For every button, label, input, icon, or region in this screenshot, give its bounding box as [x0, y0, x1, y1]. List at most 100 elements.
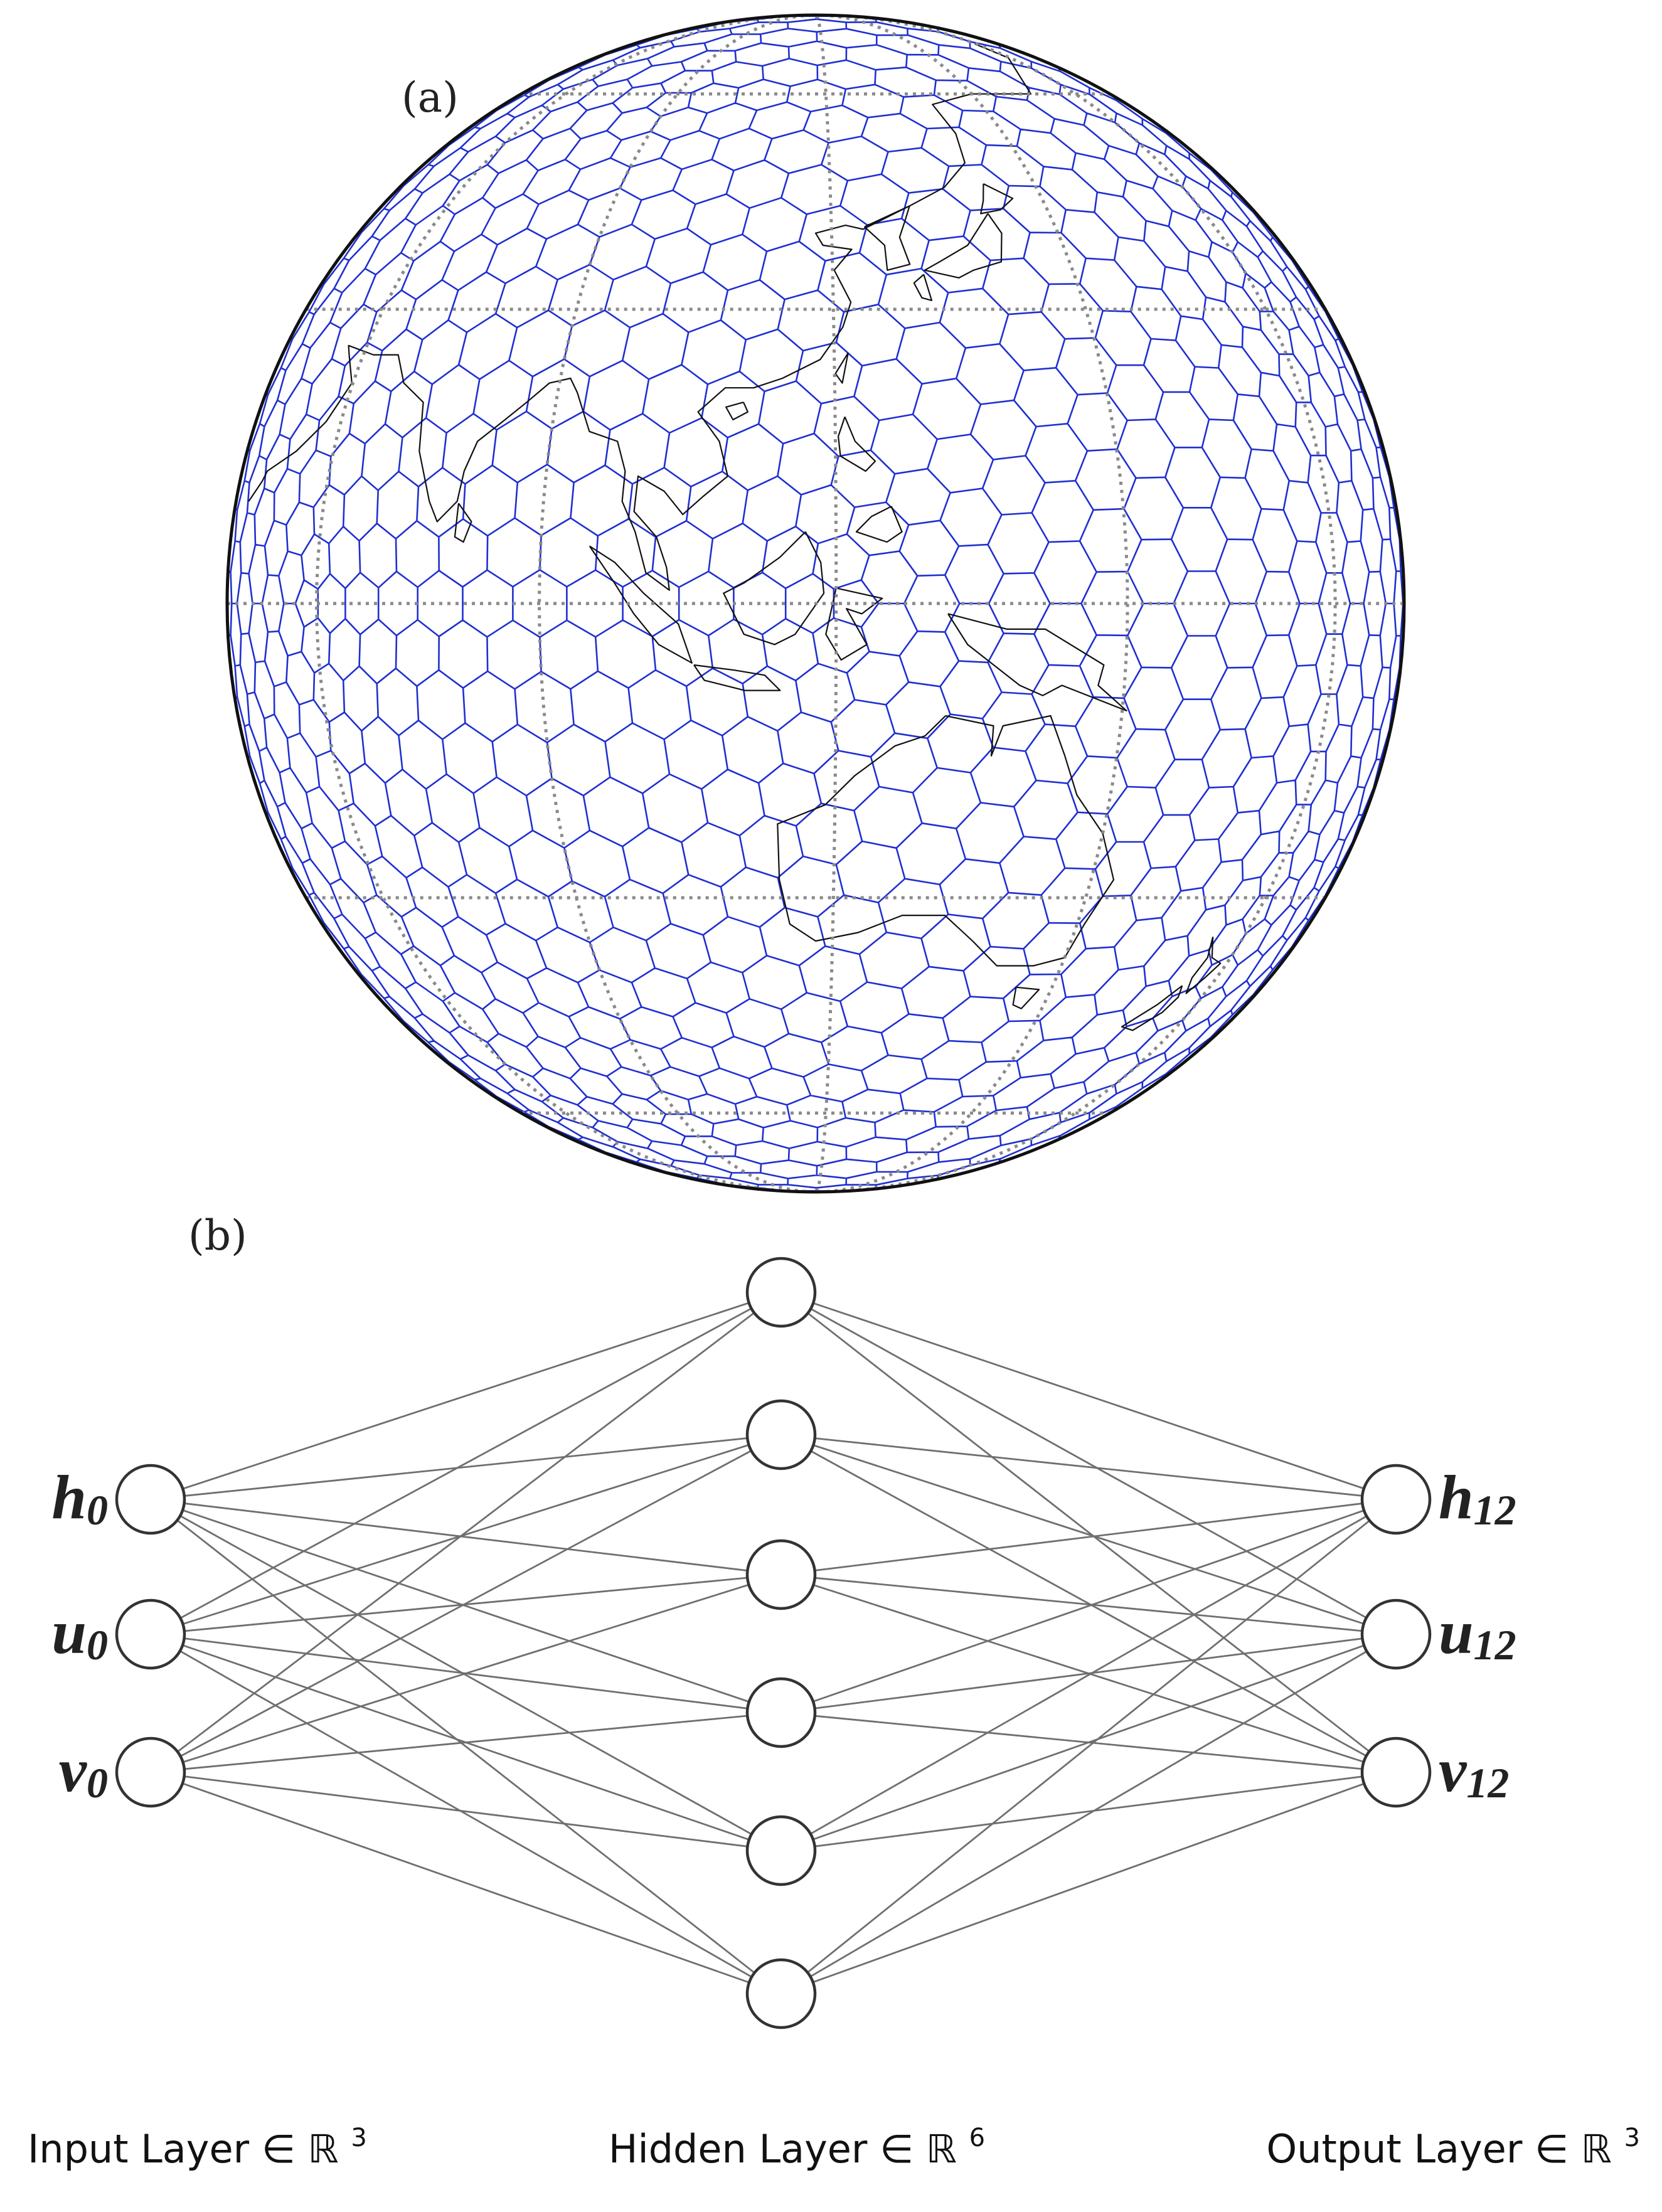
node-subscript: 0 [87, 1759, 108, 1807]
panel-a-globe-mesh: (a) [225, 13, 1406, 1194]
edge-input-0-hidden-1 [150, 1433, 782, 1501]
edge-input-0-hidden-5 [150, 1498, 782, 1995]
hidden-node-0 [745, 1257, 817, 1328]
edge-hidden-2-output-0 [780, 1498, 1397, 1576]
caption-text: Input Layer ∈ ℝ [28, 2126, 351, 2172]
coastline-philippines-luzon [838, 416, 876, 472]
layer-captions: Input Layer ∈ ℝ 3 Hidden Layer ∈ ℝ 6 Outpu… [28, 2124, 1640, 2172]
hidden-node-5 [745, 1958, 817, 2029]
node-variable: h [1439, 1462, 1474, 1532]
edge-input-2-hidden-4 [150, 1771, 782, 1852]
edge-hidden-4-output-0 [780, 1498, 1397, 1852]
node-variable: u [1439, 1597, 1474, 1667]
input-node-label-2: v0 [59, 1735, 108, 1807]
coastline-new-zealand-south [1121, 985, 1183, 1031]
edge-hidden-5-output-2 [780, 1771, 1397, 1995]
edge-input-2-hidden-1 [150, 1433, 782, 1773]
input-node-label-1: u0 [51, 1597, 108, 1669]
edge-input-2-hidden-3 [150, 1711, 782, 1773]
input-node-1 [115, 1598, 186, 1670]
coastline-japan-honshu [924, 213, 1003, 279]
edge-hidden-4-output-1 [780, 1633, 1397, 1852]
coastline-taiwan [834, 353, 849, 384]
input-node-2 [115, 1736, 186, 1808]
edge-hidden-3-output-1 [780, 1633, 1397, 1714]
coastline-hainan [725, 401, 748, 421]
coastline-sumatra [589, 545, 693, 664]
caption-dimension: 6 [969, 2124, 985, 2152]
caption-dimension: 3 [1624, 2124, 1640, 2152]
node-variable: u [51, 1597, 87, 1667]
coastline-sri-lanka [454, 502, 472, 543]
coastline-japan-kyushu [913, 274, 933, 301]
output-node-label-1: u12 [1439, 1597, 1516, 1669]
node-subscript: 12 [1466, 1759, 1509, 1807]
graticule-meridian [833, 15, 1337, 1192]
network-edges [150, 1291, 1397, 1995]
graticule-meridian [815, 15, 838, 1192]
coastlines [248, 43, 1222, 1031]
node-variable: v [1439, 1735, 1468, 1805]
output-node-0 [1360, 1464, 1432, 1535]
node-subscript: 12 [1474, 1621, 1516, 1669]
edge-input-0-hidden-0 [150, 1291, 782, 1501]
edge-input-2-hidden-2 [150, 1573, 782, 1773]
caption-text: Output Layer ∈ ℝ [1266, 2126, 1624, 2172]
caption-dimension: 3 [351, 2124, 366, 2152]
hidden-node-4 [745, 1815, 817, 1886]
output-node-label-2: v12 [1439, 1735, 1509, 1807]
coastline-australia [777, 715, 1115, 967]
edge-hidden-1-output-0 [780, 1433, 1397, 1501]
input-layer-caption: Input Layer ∈ ℝ 3 [28, 2124, 367, 2172]
caption-text: Hidden Layer ∈ ℝ [609, 2126, 969, 2172]
node-subscript: 0 [87, 1486, 108, 1534]
edge-input-2-hidden-5 [150, 1771, 782, 1995]
edge-hidden-0-output-1 [780, 1291, 1397, 1635]
panel-a-label: (a) [402, 73, 459, 122]
panel-b-label: (b) [188, 1211, 247, 1260]
node-variable: v [59, 1735, 88, 1805]
coastline-sulawesi [825, 587, 883, 661]
node-subscript: 12 [1474, 1486, 1516, 1534]
edge-hidden-5-output-1 [780, 1633, 1397, 1995]
coastline-new-guinea [947, 613, 1127, 711]
edge-input-2-hidden-0 [150, 1291, 782, 1773]
node-subscript: 0 [87, 1621, 108, 1669]
coastline-japan-hokkaido [980, 183, 1014, 215]
edge-input-0-hidden-2 [150, 1498, 782, 1576]
network-nodes [115, 1257, 1432, 2029]
edge-hidden-1-output-2 [780, 1433, 1397, 1773]
input-node-0 [115, 1464, 186, 1535]
edge-hidden-5-output-0 [780, 1498, 1397, 1995]
edge-hidden-3-output-0 [780, 1498, 1397, 1714]
globe-outline [225, 13, 1406, 1194]
hidden-node-1 [745, 1399, 817, 1470]
output-node-2 [1360, 1736, 1432, 1808]
coastline-korea [864, 205, 911, 271]
edge-hidden-4-output-2 [780, 1771, 1397, 1852]
coastline-borneo [723, 531, 825, 646]
output-node-label-0: h12 [1439, 1462, 1516, 1534]
edge-hidden-0-output-0 [780, 1291, 1397, 1501]
edge-hidden-0-output-2 [780, 1291, 1397, 1773]
edge-hidden-1-output-1 [780, 1433, 1397, 1635]
graticule-grid [227, 15, 1404, 1192]
edge-hidden-2-output-1 [780, 1573, 1397, 1635]
edge-input-0-hidden-4 [150, 1498, 782, 1852]
coastline-asia-mainland [248, 43, 1032, 591]
input-node-label-0: h0 [51, 1462, 108, 1534]
edge-input-1-hidden-1 [150, 1433, 782, 1635]
coastline-java [693, 664, 781, 691]
coastline-new-zealand-north [1185, 937, 1222, 994]
output-node-1 [1360, 1598, 1432, 1670]
hidden-node-3 [745, 1677, 817, 1748]
coastline-tasmania [1012, 986, 1040, 1009]
graticule-meridian [538, 15, 806, 1192]
edge-input-1-hidden-5 [150, 1633, 782, 1995]
edge-input-0-hidden-3 [150, 1498, 782, 1714]
hidden-layer-caption: Hidden Layer ∈ ℝ 6 [609, 2124, 985, 2172]
hidden-node-2 [745, 1539, 817, 1610]
